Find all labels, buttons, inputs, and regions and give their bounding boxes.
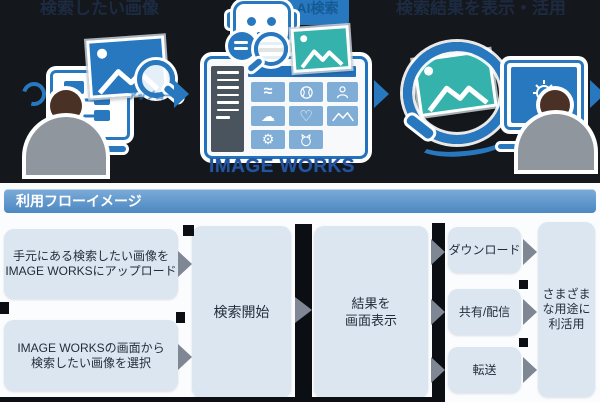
tile-gear-icon: ⚙ [251,130,285,149]
flow-step-share-label: 共有/配信 [458,304,511,319]
heart-glyph: ♡ [299,108,313,125]
flow-step-utilize-line3: 利活用 [548,317,585,331]
flow-arrow-icon [523,299,537,325]
gear-glyph: ⚙ [261,131,275,147]
sidebar-line [216,71,239,74]
flow-step-utilize-line2: な用途に [542,302,591,316]
cloud-glyph: ☁ [261,107,275,124]
flow-arrow-icon [431,299,445,325]
sidebar-line [216,116,230,119]
flow-step-upload-line2: IMAGE WORKSにアップロード [5,264,177,278]
caption-center-text: AI検索 [296,0,339,16]
robot-ear-icon [290,12,297,28]
tile-waves-icon: ≈ [251,82,285,102]
flow-step-select: IMAGE WORKSの画面から 検索したい画像を選択 [4,320,178,391]
flow-header-title: 利用フローイメージ [16,193,142,209]
artifact-square [176,312,185,323]
flow-step-select-line1: IMAGE WORKSの画面から [17,340,165,355]
person-right-body [518,114,594,170]
tile-person-icon [327,82,358,102]
sidebar-line [216,101,239,104]
sidebar-line [216,108,239,111]
flow-arrow-icon [431,357,445,383]
caption-right: 検索結果を表示・活用 [396,0,570,15]
arrow-right-edge-icon [590,80,600,108]
flow-step-utilize: さまざま な用途に 利活用 [538,222,595,397]
flow-header-bar: 利用フローイメージ [4,189,596,213]
flow-step-search-start-label: 検索開始 [213,304,270,320]
person-left-body [26,117,106,175]
tile-cat-icon [289,130,323,149]
photo-teal-center-icon [290,25,352,73]
sidebar-line [216,78,239,81]
caption-left: 検索したい画像 [40,0,168,15]
artifact-bottom-strip [0,397,432,402]
flow-step-transfer-label: 転送 [472,362,497,377]
waves-glyph: ≈ [263,83,273,100]
artifact-square [519,280,528,289]
tile-mountains-icon [327,106,358,126]
sun-dot-icon [96,48,108,60]
speech-bubble-icon [228,32,256,60]
robot-ear-icon [227,12,234,28]
flow-arrow-icon [523,357,537,383]
arrow-center-to-right-icon [374,80,389,108]
mockup-sidebar [211,66,244,152]
flow-step-utilize-line1: さまざま [542,287,591,301]
flow-step-select-line2: 検索したい画像を選択 [30,355,151,370]
flow-step-show-results-line1: 結果を [351,296,391,311]
caption-left-text: 検索したい画像 [40,0,159,15]
artifact-square [183,225,194,236]
tile-ball-icon [289,82,323,102]
arrow-left-to-center-icon [174,80,189,108]
flow-arrow-icon [178,344,192,370]
flow-step-show-results-line2: 画面表示 [344,313,397,328]
flow-arrow-icon [431,239,445,265]
bubble-line [234,41,248,44]
upload-label: アップロード [128,91,183,101]
image-works-logo: IMAGE WORKS [209,156,355,177]
flow-step-show-results: 結果を 画面表示 [314,226,428,398]
robot-eye [247,17,256,26]
flow-arrow-icon [295,297,312,323]
flow-step-share: 共有/配信 [448,289,521,335]
bubble-line [234,47,248,50]
flow-arrow-icon [178,251,192,277]
flow-step-download: ダウンロード [448,227,521,273]
sidebar-line [216,86,239,89]
flow-step-upload: 手元にある検索したい画像を IMAGE WORKSにアップロード [4,229,178,299]
flow-arrow-icon [523,239,537,265]
flow-step-search-start: 検索開始 [192,226,291,398]
tile-heart-icon: ♡ [289,106,323,126]
tile-cloud-icon: ☁ [251,106,285,126]
mountain-icon [300,49,344,69]
artifact-square [519,338,528,347]
artifact-square [0,302,9,314]
caption-right-text: 検索結果を表示・活用 [396,0,566,15]
flow-step-download-label: ダウンロード [448,242,521,257]
flow-step-transfer: 転送 [448,347,521,393]
sun-dot-icon [300,34,308,43]
person-left-head [50,90,82,122]
flow-step-upload-line1: 手元にある検索したい画像を [12,249,169,263]
robot-eye [267,17,276,26]
sidebar-line [216,93,239,96]
arrow-curve-icon [17,77,51,111]
